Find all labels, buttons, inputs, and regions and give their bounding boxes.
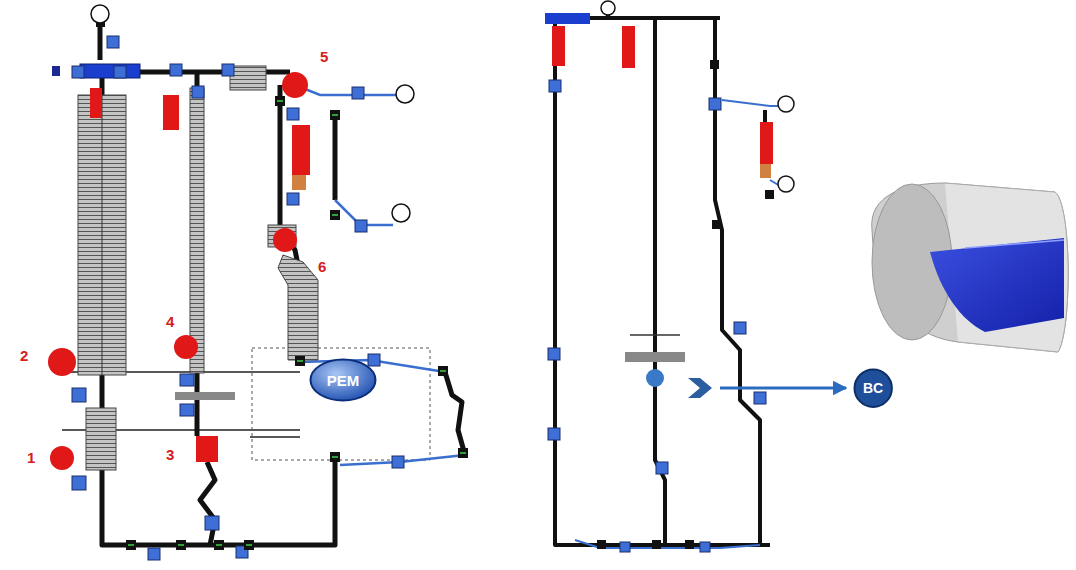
- left-model: [48, 5, 468, 560]
- pipe: [555, 6, 770, 545]
- heater: [552, 26, 773, 178]
- boundary-condition: BC: [853, 368, 893, 408]
- heater: [90, 88, 310, 190]
- boundary-point: [646, 369, 664, 387]
- callout-number: 6: [318, 258, 326, 275]
- node-fill: [854, 369, 891, 406]
- junction: [597, 60, 774, 549]
- component-box: [548, 80, 766, 552]
- callout-number: 5: [320, 48, 328, 65]
- callout-number: 2: [20, 347, 28, 364]
- orifice: [175, 392, 235, 400]
- gauge: [91, 5, 414, 222]
- component-box: [72, 36, 404, 560]
- zoom-arrow: [720, 387, 846, 390]
- measure-point: [48, 72, 308, 470]
- tank: [80, 64, 140, 78]
- orifice: [625, 352, 685, 362]
- signal-line: [295, 85, 465, 465]
- measure-point: [196, 436, 218, 462]
- pump-model: PEM: [309, 358, 377, 402]
- chevron: [688, 378, 712, 398]
- cylinder-model: [872, 183, 1068, 352]
- callout-number: 4: [166, 313, 174, 330]
- callout-number: 1: [27, 449, 35, 466]
- thin-line: [630, 334, 680, 336]
- tank: [545, 13, 590, 24]
- pipe: [95, 23, 465, 545]
- pipe-segments: [78, 66, 318, 470]
- middle-model: [545, 1, 846, 552]
- node-label: BC: [863, 380, 883, 396]
- callout-number: 3: [166, 446, 174, 463]
- junction: [96, 18, 468, 550]
- tank-mark: [52, 66, 60, 76]
- node-label: PEM: [327, 372, 360, 389]
- signal-line: [575, 100, 780, 548]
- node-fill: [311, 360, 376, 401]
- gauge: [601, 1, 794, 192]
